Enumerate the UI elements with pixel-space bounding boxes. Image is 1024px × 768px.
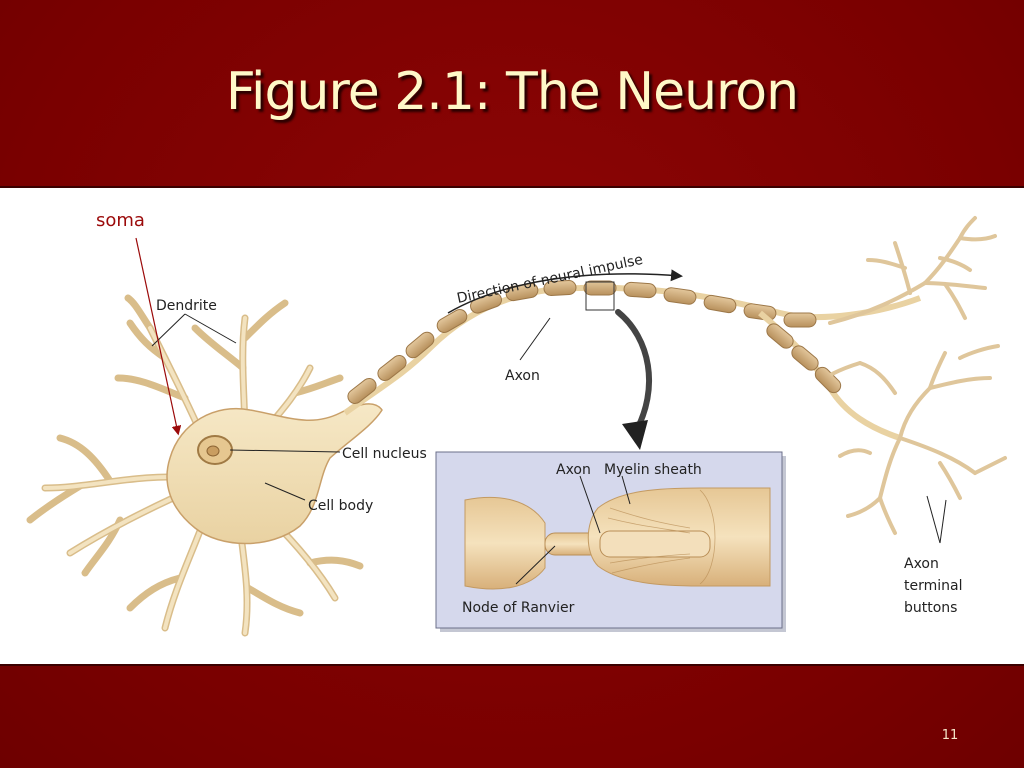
direction-label: Direction of neural impulse [456, 252, 645, 307]
myelin-segments [347, 280, 817, 405]
soma-label: soma [96, 210, 145, 231]
dendrite-label: Dendrite [156, 298, 217, 314]
cell-body-shape [166, 403, 383, 545]
cell-nucleus-label: Cell nucleus [342, 446, 427, 462]
page-number: 11 [941, 728, 959, 743]
axon-terminals [828, 216, 1007, 535]
axon-label: Axon [505, 368, 540, 384]
inset-axon-label: Axon [556, 462, 591, 478]
axon-terminal-label-line1: Axon [904, 556, 939, 572]
node-of-ranvier-label: Node of Ranvier [462, 600, 575, 616]
neuron-diagram: soma Dendrite Direction of neural impuls… [26, 210, 1007, 637]
soma-pointer [135, 237, 182, 436]
myelin-inset [435, 451, 786, 632]
slide-title: Figure 2.1: The Neuron [225, 62, 799, 122]
axon-terminal-label-line2: terminal [904, 578, 962, 594]
myelin-sheath-label: Myelin sheath [604, 462, 702, 478]
axon [343, 280, 922, 441]
zoom-arrow [615, 309, 652, 436]
axon-terminal-label-line3: buttons [904, 600, 957, 616]
impulse-arrow [447, 269, 683, 314]
cell-body-label: Cell body [308, 498, 373, 514]
axon-zoom-box [585, 281, 615, 311]
neuron-figure: soma Dendrite Direction of neural impuls… [0, 186, 1024, 666]
